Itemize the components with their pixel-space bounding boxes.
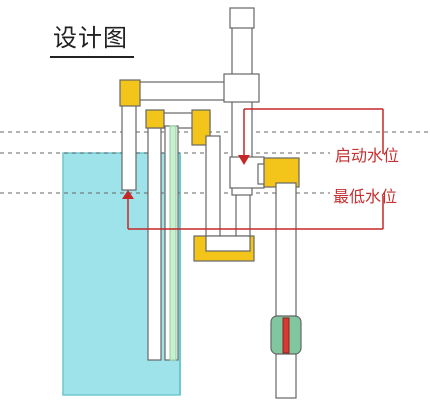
- start-water-level-label: 启动水位: [335, 146, 400, 165]
- inner-tube-left-leg: [147, 119, 162, 361]
- left-siphon-left-leg: [121, 91, 137, 191]
- u-trap-bottom-pipe: [205, 235, 251, 252]
- lowest-water-level-label: 最低水位: [333, 187, 398, 206]
- red-start-arrowhead: [238, 155, 250, 165]
- valve-handle: [282, 317, 290, 354]
- inner-tube-left-joint: [145, 109, 165, 129]
- diagram-title: 设计图: [53, 24, 128, 52]
- red-low-arrowhead: [122, 190, 134, 199]
- inner-tube-divider: [169, 125, 177, 361]
- upper-tee-joint: [223, 73, 260, 103]
- outlet-vertical-pipe: [275, 182, 297, 399]
- vent-cap: [229, 7, 255, 29]
- title-underline: [50, 56, 134, 58]
- left-siphon-corner-joint: [119, 79, 141, 107]
